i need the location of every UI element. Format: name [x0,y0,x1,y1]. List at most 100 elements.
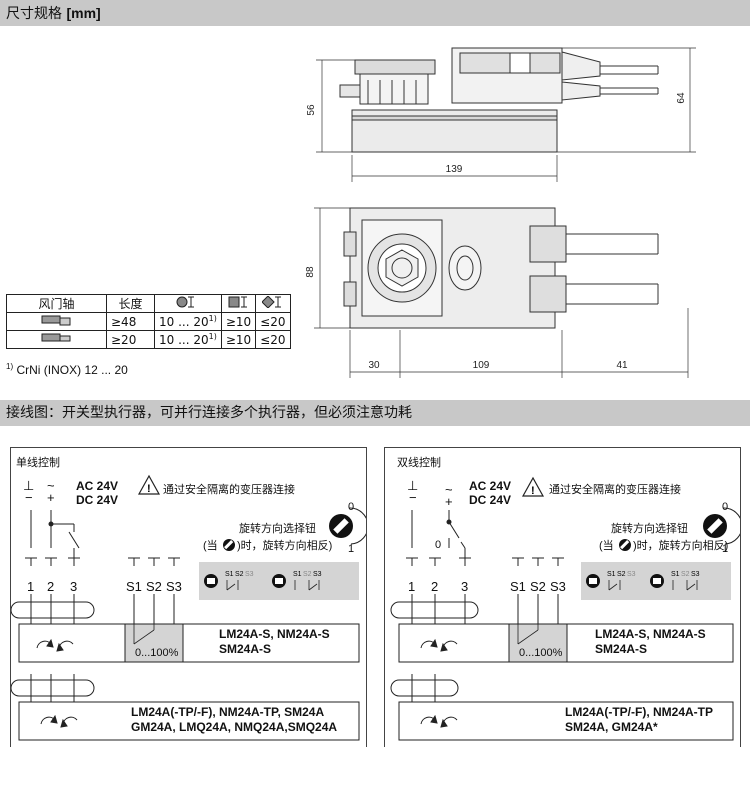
dim-56: 56 [306,104,317,116]
dim-139: 139 [446,164,463,175]
row2-round: 10 ... 201) [154,330,222,349]
models-2-line2: GM24A, LMQ24A, NMQ24A,SMQ24A [131,720,337,734]
round-shaft-icon [176,296,194,308]
terminal-1: 1 [408,579,415,594]
col-round [154,294,222,313]
mini-s3: S3 [245,571,254,578]
selector-note-pre: (当 [203,538,218,552]
double-wire-diagram: 双线控制 ⊥ − ~ + AC 24V DC 24V ! 通过安全隔离的变压器连… [390,455,743,741]
terminal-3: 3 [461,579,468,594]
switch-zero: 0 [435,539,441,551]
panel-title: 双线控制 [397,455,441,469]
percent-label: 0...100% [519,647,563,659]
models-1-line2: SM24A-S [595,642,647,656]
top-view-drawing: 88 30 109 41 [305,207,689,378]
supply-dc: DC 24V [76,493,118,507]
rotation-arrows-icon [420,638,458,652]
terminal-3: 3 [70,579,77,594]
warning-icon: ! [137,474,161,495]
models-2-line1: LM24A(-TP/-F), NM24A-TP [565,705,713,719]
selector-one: 1 [348,543,354,555]
switch-state-1-icon [650,574,664,588]
models-1-line1: LM24A-S, NM24A-S [219,627,330,641]
mini-s2: S2 [235,571,244,578]
switch-s2: S2 [146,579,162,594]
selector-note-post: )时，旋转方向相反) [237,538,332,552]
square-shaft-icon [228,296,247,308]
mini-selector-icon [619,539,631,551]
panel-single-wire: 单线控制 ⊥ − ~ + AC 24V DC 24V ! 通过安全隔离的变压器连… [10,447,369,747]
models-2-line1: LM24A(-TP/-F), NM24A-TP, SM24A [131,705,324,719]
mini-s2-b: S2 [303,571,312,578]
selector-zero: 0 [722,501,728,513]
ground-symbol: ⊥ [407,478,418,493]
selector-note-pre: (当 [599,538,614,552]
col-diamond [255,294,291,313]
section-title: 尺寸规格 [6,6,62,22]
svg-text:!: ! [147,483,151,495]
switch-s3: S3 [550,579,566,594]
shaft-long-icon [6,312,107,331]
table-row: ≥48 10 ... 201) ≥10 ≤20 [6,312,291,331]
models-1-line2: SM24A-S [219,642,271,656]
col-square [220,294,257,313]
wiring-title: 接线图：开关型执行器，可并行连接多个执行器，但必须注意功耗 [6,405,412,421]
diamond-shaft-icon [261,295,281,309]
supply-ac: AC 24V [76,479,118,493]
selector-one: 1 [722,543,728,555]
row1-square: ≥10 [220,312,257,331]
rotation-selector-icon [703,507,743,545]
rotation-arrows-icon-2 [420,714,458,728]
footnote: 1) CrNi (INOX) 12 ... 20 [6,362,128,377]
selector-label: 旋转方向选择钮 [611,521,688,535]
row2-length: ≥20 [106,330,155,349]
panel-double-wire: 双线控制 ⊥ − ~ + AC 24V DC 24V ! 通过安全隔离的变压器连… [384,447,743,747]
col-length: 长度 [106,294,155,313]
section-unit: [mm] [66,5,101,21]
row2-diamond: ≤20 [255,330,291,349]
mini-s3: S3 [627,571,636,578]
switch-s1: S1 [510,579,526,594]
selector-note-post: )时，旋转方向相反) [633,538,728,552]
supply-ac: AC 24V [469,479,511,493]
rotation-selector-icon [329,507,369,545]
shaft-short-icon [6,330,107,349]
rotation-arrows-icon-2 [40,714,78,728]
terminal-1: 1 [27,579,34,594]
selector-label: 旋转方向选择钮 [239,521,316,535]
mini-s1: S1 [225,571,234,578]
minus-symbol: − [25,490,33,505]
plus-symbol: + [47,490,55,505]
side-view-drawing: 56 64 139 [306,47,696,182]
terminal-2: 2 [47,579,54,594]
row1-round: 10 ... 201) [154,312,222,331]
col-shaft: 风门轴 [6,294,107,313]
switch-state-0-icon [204,574,218,588]
warning-icon: ! [521,476,545,497]
table-header-row: 风门轴 长度 [6,294,291,313]
dim-109: 109 [473,360,490,371]
damper-shaft-table: 风门轴 长度 ≥48 10 ... 201) ≥10 ≤20 ≥20 10 ..… [6,294,291,349]
switch-s1: S1 [126,579,142,594]
single-wire-diagram: 单线控制 ⊥ − ~ + AC 24V DC 24V ! 通过安全隔离的变压器连… [10,455,369,741]
mini-s3-b: S3 [691,571,700,578]
switch-s3: S3 [166,579,182,594]
percent-label: 0...100% [135,647,179,659]
footnote-mark: 1) [6,362,14,371]
models-1-line1: LM24A-S, NM24A-S [595,627,706,641]
switch-state-1-icon [272,574,286,588]
section-header-wiring: 接线图：开关型执行器，可并行连接多个执行器，但必须注意功耗 [0,400,750,426]
dim-30: 30 [368,360,380,371]
mini-s2-b: S2 [681,571,690,578]
minus-symbol: − [409,490,417,505]
mini-s3-b: S3 [313,571,322,578]
dim-41: 41 [616,360,628,371]
svg-text:!: ! [531,485,535,497]
dim-64: 64 [676,92,687,104]
table-row: ≥20 10 ... 201) ≥10 ≤20 [6,330,291,349]
dim-88: 88 [305,266,316,278]
row1-diamond: ≤20 [255,312,291,331]
rotation-arrows-icon [36,638,74,652]
terminal-2: 2 [431,579,438,594]
footnote-text: CrNi (INOX) 12 ... 20 [16,363,128,377]
